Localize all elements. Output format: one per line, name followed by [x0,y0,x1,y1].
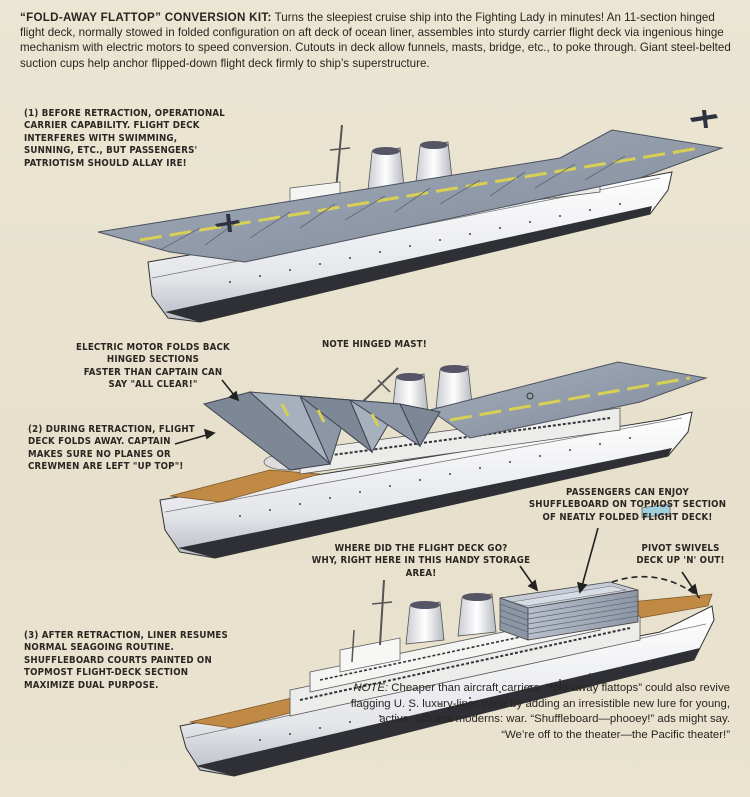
caption-hinged-mast: Note hinged mast! [322,339,427,350]
caption-during-retraction: (2) During retraction, flight deck folds… [28,424,195,473]
arrow-motor [221,379,240,402]
aircraft-icon [215,214,240,232]
caption-pivot-swivels: Pivot swivels deck up 'n' out! [636,543,725,567]
caption-before-retraction: (1) Before retraction, operational carri… [24,108,225,169]
ship-1-carrier-configuration [97,110,724,323]
caption-passengers-shuffleboard: Passengers can enjoy shuffleboard on top… [528,487,727,523]
note-text: Cheaper than aircraft carriers, “fold-aw… [350,682,730,741]
arrow-pivot [681,571,699,596]
note-label: NOTE: [353,682,389,694]
intro-paragraph: “FOLD-AWAY FLATTOP” CONVERSION KIT: Turn… [20,10,732,71]
intro-body: Turns the sleepiest cruise ship into the… [20,11,731,70]
arrow-where [519,565,539,592]
caption-electric-motor: Electric motor folds back hinged section… [76,342,230,391]
intro-lead: “FOLD-AWAY FLATTOP” CONVERSION KIT: [20,11,272,24]
caption-where-did-deck-go: Where did the flight deck go? Why, right… [311,543,531,579]
caption-after-retraction: (3) After retraction, liner resumes norm… [24,630,228,691]
ship-2-retracting-configuration [159,361,708,559]
ship-3-liner-configuration [179,503,715,777]
flying-aircraft-icon [690,110,718,128]
folded-flight-deck-stack [499,581,639,641]
arrow-during [174,428,216,445]
note-paragraph: NOTE: Cheaper than aircraft carriers, “f… [350,681,730,743]
arrow-passengers [576,527,599,594]
